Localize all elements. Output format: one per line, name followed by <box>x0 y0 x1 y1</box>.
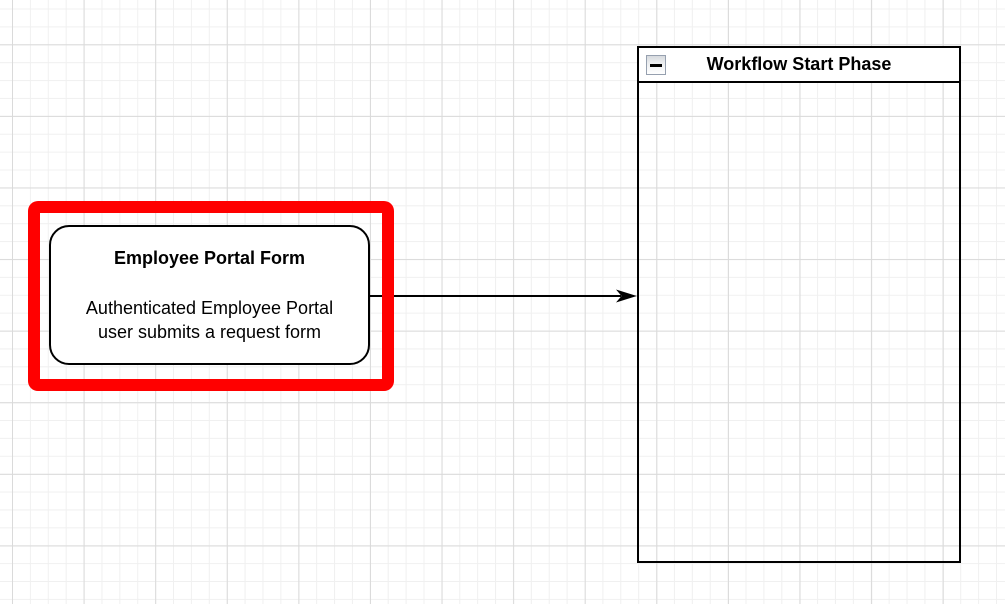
container-header[interactable]: Workflow Start Phase <box>639 48 959 83</box>
minus-icon <box>650 63 662 67</box>
connector-arrow[interactable] <box>370 288 638 304</box>
container-workflow-start-phase[interactable]: Workflow Start Phase <box>637 46 961 563</box>
collapse-button[interactable] <box>646 55 666 75</box>
container-body[interactable] <box>639 85 959 561</box>
container-title: Workflow Start Phase <box>706 54 892 74</box>
arrow-head-icon <box>616 289 637 303</box>
node-employee-portal-form[interactable]: Employee Portal Form Authenticated Emplo… <box>49 225 370 365</box>
arrow-graphic <box>370 289 637 303</box>
node-title: Employee Portal Form <box>113 248 306 268</box>
node-description-line2: user submits a request form <box>97 322 322 342</box>
node-description: Authenticated Employee Portal user submi… <box>86 296 333 344</box>
node-description-line1: Authenticated Employee Portal <box>85 298 334 318</box>
